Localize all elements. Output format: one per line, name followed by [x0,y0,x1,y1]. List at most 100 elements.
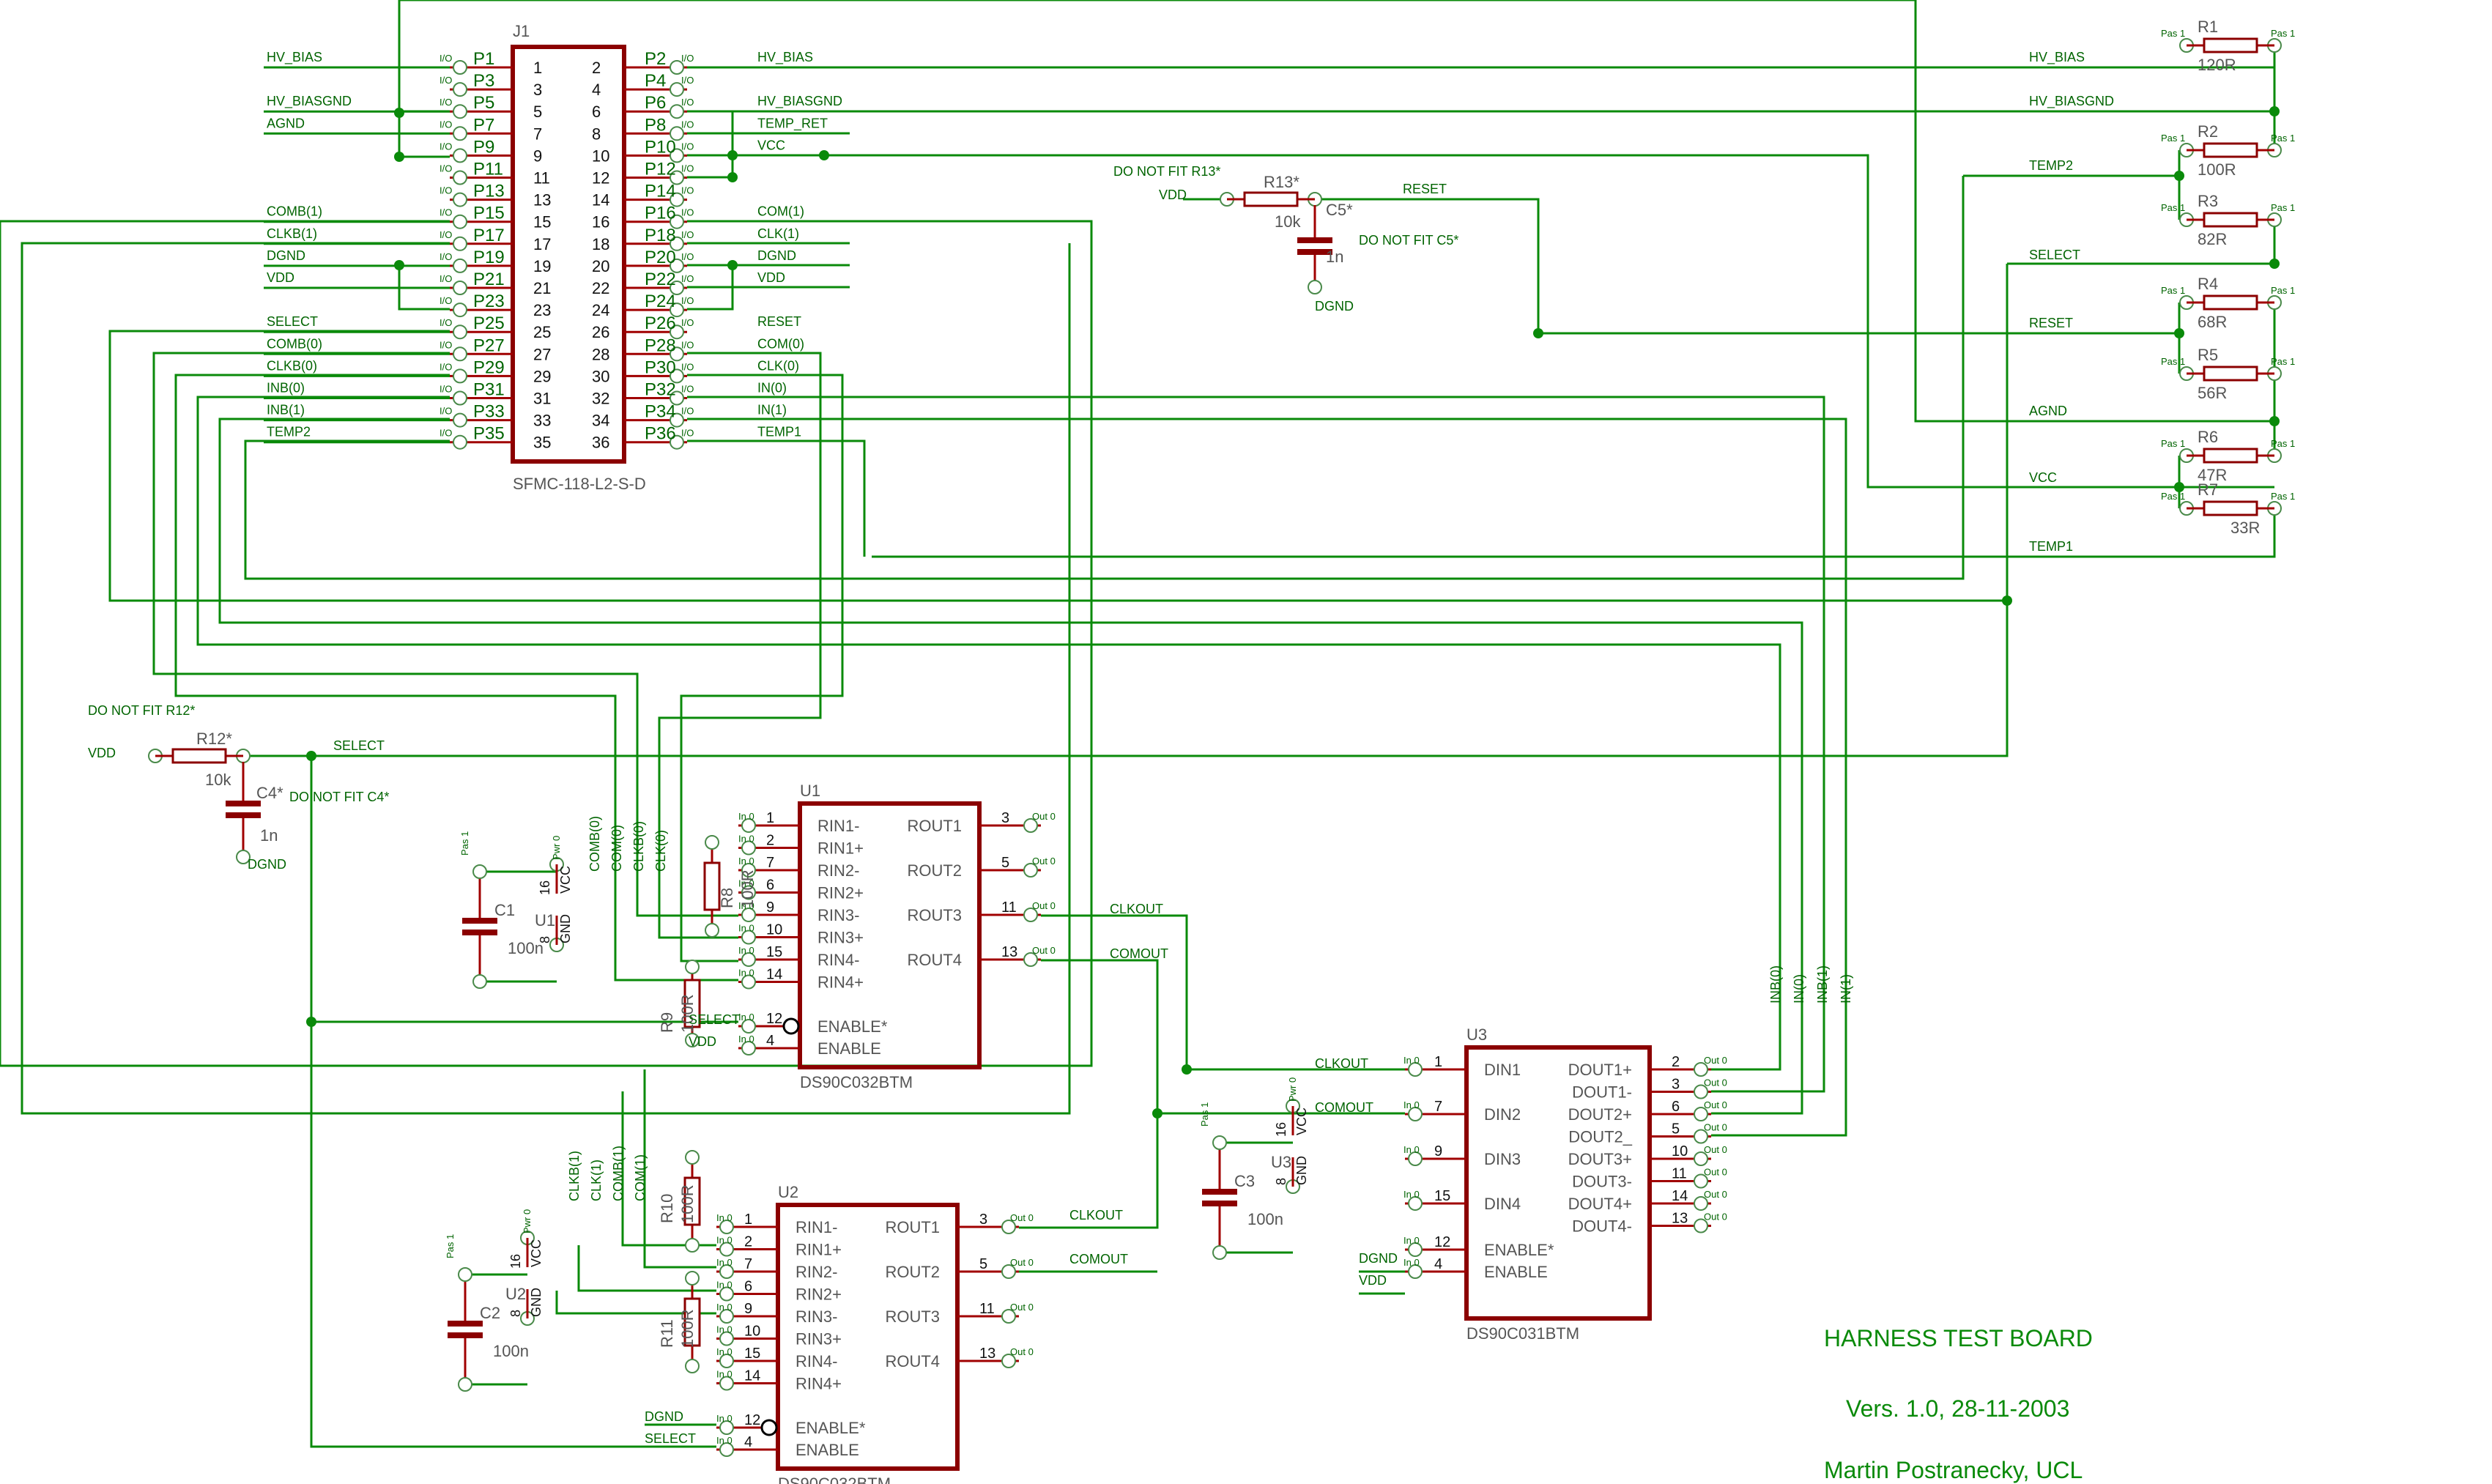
connector-pin-number: 23 [533,301,551,319]
connector-j1-body [511,45,626,464]
chip-ref: U2 [778,1183,798,1201]
chip-ref: U1 [535,911,555,930]
pin-circle [670,170,684,185]
wire [399,0,2274,423]
pin-circle [453,303,467,318]
junction-dot [727,260,738,270]
chip-pin-number: 9 [744,1301,752,1317]
pin-circle [719,1331,734,1346]
connector-pad-label: P15 [473,204,505,223]
pin-circle [1694,1107,1708,1121]
pin-tag: Out 0 [1704,1212,1727,1223]
net-label: TEMP2 [267,425,311,439]
connector-pin-number: 29 [533,367,551,385]
net-label: TEMP1 [2029,539,2073,554]
chip-ref: U3 [1271,1153,1291,1171]
net-label: HV_BIASGND [2029,94,2114,109]
junction-dot [2174,482,2184,492]
chip-pin-number: 11 [1001,899,1017,916]
connector-pad-label: P19 [473,248,505,267]
pin-circle [453,148,467,163]
junction-dot [394,260,404,270]
net-label: DGND [1315,299,1354,314]
pin-tag: Out 0 [1032,900,1056,911]
power-net-label: VCC [529,1239,544,1267]
pin-circle [685,1271,700,1285]
pin-tag: In 0 [738,900,754,911]
dnf-note: DO NOT FIT C5* [1359,233,1458,248]
pin-circle [1308,280,1322,294]
chip-pin-name: ENABLE* [796,1419,866,1437]
pin-tag: Pas 1 [2161,438,2185,449]
termination-resistor [2203,366,2258,382]
chip-pin-number: 12 [766,1011,782,1027]
pin-circle [685,1238,700,1253]
pin-circle [719,1286,734,1302]
wire [218,418,1803,1115]
chip-pin-name: RIN2- [796,1263,837,1281]
chip-pin-name: ENABLE* [817,1017,888,1036]
chip-pin-name: RIN3- [817,906,859,924]
net-label: HV_BIAS [757,50,813,65]
wire [242,264,2009,757]
pin-circle [741,885,756,900]
pin-tag: Pwr 0 [1287,1077,1298,1102]
net-label: VDD [267,270,294,285]
pin-tag: Out 0 [1032,856,1056,867]
dnf-note: DO NOT FIT R12* [88,703,195,718]
wire [577,1245,716,1292]
chip-pin-number: 8 [1274,1178,1288,1185]
chip-pin-number: 9 [1434,1143,1442,1160]
chip-part: DS90C032BTM [800,1073,913,1091]
pin-tag: In 0 [738,834,754,845]
connector-pin-number: 35 [533,434,551,452]
chip-pin-number: 13 [1001,944,1017,960]
wire [687,265,734,311]
pin-circle [453,170,467,185]
chip-pin-name: DOUT2+ [1568,1105,1632,1124]
pin-circle [1408,1242,1423,1257]
pin-tag: I/O [440,295,452,306]
chip-pin-name: ROUT3 [885,1307,940,1326]
net-label: DGND [248,857,286,872]
chip-pin-number: 10 [766,922,782,938]
net-label: COMOUT [1110,946,1168,961]
line-termination-resistor [683,1297,701,1347]
line-termination-resistor [703,861,721,911]
pin-tag: I/O [440,339,452,350]
net-label: VDD [1159,188,1187,202]
chip-ref: U1 [800,782,820,800]
chip-pin-name: DOUT4- [1572,1217,1632,1236]
pin-tag: I/O [681,428,694,439]
pin-tag: Out 0 [1010,1302,1034,1313]
resistor-value: 82R [2198,230,2227,248]
pin-tag: I/O [440,317,452,328]
chip-pin-number: 6 [1672,1099,1680,1115]
pin-circle [670,192,684,207]
pin-tag: I/O [681,163,694,174]
pin-circle [719,1242,734,1257]
resistor-ref: R6 [2198,428,2218,446]
connector-pad-label: P33 [473,402,505,422]
pin-tag: Out 0 [1704,1055,1727,1066]
pin-circle [670,324,684,340]
pin-tag: Pas 1 [2271,356,2295,367]
pin-circle [705,835,719,850]
resistor-value: 10k [205,771,231,789]
pin-tag: I/O [681,229,694,240]
pin-tag: In 0 [716,1257,733,1268]
net-label: IN(0) [1792,974,1806,1003]
pin-circle [1408,1062,1423,1077]
pin-circle [453,434,467,450]
chip-pin-number: 11 [979,1301,995,1317]
connector-pin-number: 30 [592,367,609,385]
pin-tag: Pas 1 [2161,133,2185,144]
connector-pad-label: P16 [645,204,676,223]
line-termination-resistor [683,979,701,1028]
pin-tag: I/O [681,273,694,284]
net-label: CLKB(0) [267,358,317,373]
resistor-ref: R12* [196,730,232,748]
connector-pad-label: P13 [473,182,505,201]
resistor-ref: R8 [718,888,736,908]
pin-tag: Pas 1 [2161,356,2185,367]
